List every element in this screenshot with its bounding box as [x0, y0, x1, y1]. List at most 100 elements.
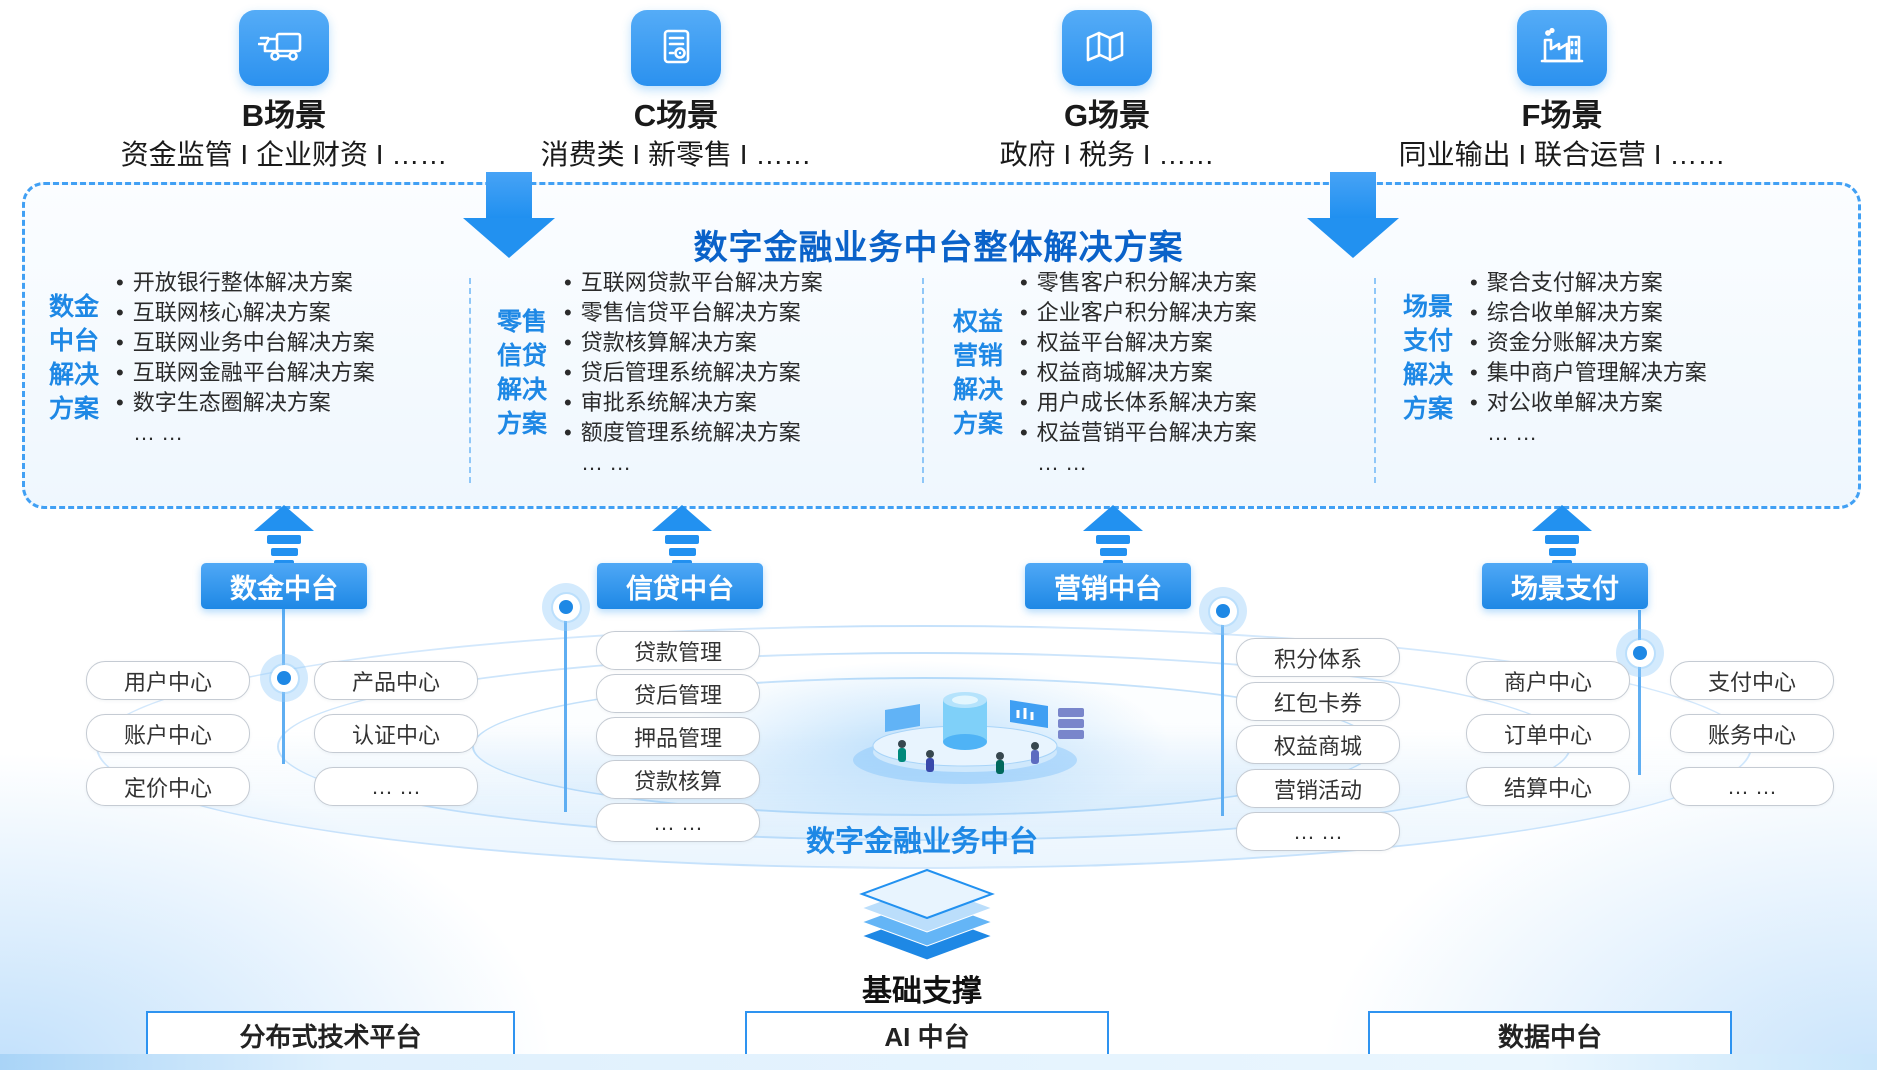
pill: 押品管理: [596, 717, 760, 756]
scenario-subtitle: 消费类 I 新零售 I ……: [540, 139, 812, 170]
pill: 支付中心: [1670, 661, 1834, 700]
pill: … …: [314, 767, 478, 806]
scenario-tile: [1062, 10, 1152, 86]
scenario-b: B场景 资金监管 I 企业财资 I ……: [74, 10, 494, 174]
label-line: 方案: [1402, 395, 1453, 423]
receipt-icon: [663, 29, 690, 64]
platform-illustration: [853, 692, 1084, 784]
label-line: 解决: [952, 376, 1003, 404]
solution-item-more: … …: [581, 450, 632, 475]
solution-item: 互联网贷款平台解决方案: [564, 268, 823, 298]
solution-item: 用户成长体系解决方案: [1020, 388, 1257, 418]
layers-icon: [859, 868, 995, 961]
up-arrow-bar: [665, 535, 699, 544]
down-arrow-stem: [1330, 172, 1376, 218]
label-line: 权益: [952, 308, 1003, 336]
label-line: 数金: [48, 293, 99, 321]
solution-item: 集中商户管理解决方案: [1470, 358, 1707, 388]
up-arrow-bar: [1099, 548, 1127, 556]
pill: 订单中心: [1466, 714, 1630, 753]
down-arrow: [463, 172, 555, 258]
pill: … …: [596, 803, 760, 842]
solution-item: 互联网金融平台解决方案: [116, 358, 375, 388]
solution-item-list: 聚合支付解决方案 综合收单解决方案 资金分账解决方案 集中商户管理解决方案 对公…: [1470, 268, 1707, 448]
up-arrow-bar: [1548, 548, 1576, 556]
pill: 商户中心: [1466, 661, 1630, 700]
platform-chip-marketing: 营销中台: [1025, 563, 1191, 609]
solution-item: 权益商城解决方案: [1020, 358, 1257, 388]
scenario-g: G场景 政府 I 税务 I ……: [897, 10, 1317, 174]
solution-item: 互联网核心解决方案: [116, 298, 375, 328]
solution-item: 数字生态圈解决方案: [116, 388, 375, 418]
solution-item: 贷后管理系统解决方案: [564, 358, 823, 388]
solution-item: 开放银行整体解决方案: [116, 268, 375, 298]
solution-item: 贷款核算解决方案: [564, 328, 823, 358]
solution-column-label: 权益 营销 解决 方案: [948, 305, 1008, 441]
solution-column-payment: 场景 支付 解决 方案 聚合支付解决方案 综合收单解决方案 资金分账解决方案 集…: [1398, 268, 1707, 448]
up-arrow: [650, 505, 714, 567]
truck-icon: [258, 32, 302, 61]
label-line: 方案: [952, 410, 1003, 438]
solution-item-list: 零售客户积分解决方案 企业客户积分解决方案 权益平台解决方案 权益商城解决方案 …: [1020, 268, 1257, 478]
pill: 账户中心: [86, 714, 250, 753]
label-line: 方案: [496, 410, 547, 438]
pill: 积分体系: [1236, 638, 1400, 677]
solution-item: 额度管理系统解决方案: [564, 418, 823, 448]
label-line: 中台: [48, 327, 99, 355]
up-arrow: [1081, 505, 1145, 567]
solution-item: 零售客户积分解决方案: [1020, 268, 1257, 298]
pill: 贷款核算: [596, 760, 760, 799]
solution-item: 对公收单解决方案: [1470, 388, 1707, 418]
base-box-distributed: 分布式技术平台: [146, 1011, 515, 1059]
solution-column-credit: 零售 信贷 解决 方案 互联网贷款平台解决方案 零售信贷平台解决方案 贷款核算解…: [492, 268, 823, 478]
pill: 定价中心: [86, 767, 250, 806]
column-divider: [922, 278, 924, 483]
platform-chip-digital-finance: 数金中台: [201, 563, 367, 609]
solution-item-more: … …: [1487, 420, 1538, 445]
solution-item: 权益平台解决方案: [1020, 328, 1257, 358]
pill: 结算中心: [1466, 767, 1630, 806]
pill: 权益商城: [1236, 725, 1400, 764]
solution-item-list: 互联网贷款平台解决方案 零售信贷平台解决方案 贷款核算解决方案 贷后管理系统解决…: [564, 268, 823, 478]
connector-line: [564, 612, 567, 812]
label-line: 解决: [1402, 361, 1453, 389]
bottom-strip: [0, 1054, 1877, 1070]
up-arrow: [1530, 505, 1594, 567]
pill: 红包卡券: [1236, 682, 1400, 721]
solution-column-marketing: 权益 营销 解决 方案 零售客户积分解决方案 企业客户积分解决方案 权益平台解决…: [948, 268, 1257, 478]
pill: … …: [1236, 812, 1400, 851]
solution-title: 数字金融业务中台整体解决方案: [693, 229, 1184, 267]
up-arrow-head: [1532, 505, 1592, 531]
pill: 用户中心: [86, 661, 250, 700]
down-arrow-head: [1307, 218, 1399, 258]
node-dot: [260, 654, 308, 702]
up-arrow-bar: [1096, 535, 1130, 544]
pill: 贷后管理: [596, 674, 760, 713]
solution-item: 零售信贷平台解决方案: [564, 298, 823, 328]
solution-item: 聚合支付解决方案: [1470, 268, 1707, 298]
down-arrow: [1307, 172, 1399, 258]
up-arrow-head: [254, 505, 314, 531]
factory-icon: [1540, 27, 1584, 63]
pill: 营销活动: [1236, 769, 1400, 808]
scenario-tile: [239, 10, 329, 86]
scenario-f: F场景 同业输出 I 联合运营 I ……: [1352, 10, 1772, 174]
pill: 认证中心: [314, 714, 478, 753]
solution-item-more: … …: [1037, 450, 1088, 475]
scenario-c: C场景 消费类 I 新零售 I ……: [466, 10, 886, 174]
platform-chip-credit: 信贷中台: [597, 563, 763, 609]
solution-column-label: 零售 信贷 解决 方案: [492, 305, 552, 441]
scenario-title: G场景: [1063, 98, 1151, 133]
pill: 产品中心: [314, 661, 478, 700]
solution-column-label: 场景 支付 解决 方案: [1398, 290, 1458, 426]
down-arrow-stem: [486, 172, 532, 218]
base-box-ai: AI 中台: [745, 1011, 1109, 1059]
scenario-subtitle: 政府 I 税务 I ……: [999, 139, 1215, 170]
up-arrow-head: [652, 505, 712, 531]
solution-item: 审批系统解决方案: [564, 388, 823, 418]
solution-item: 企业客户积分解决方案: [1020, 298, 1257, 328]
connector-line: [1638, 610, 1641, 775]
platform-chip-payment: 场景支付: [1482, 563, 1648, 609]
node-dot: [1616, 629, 1664, 677]
